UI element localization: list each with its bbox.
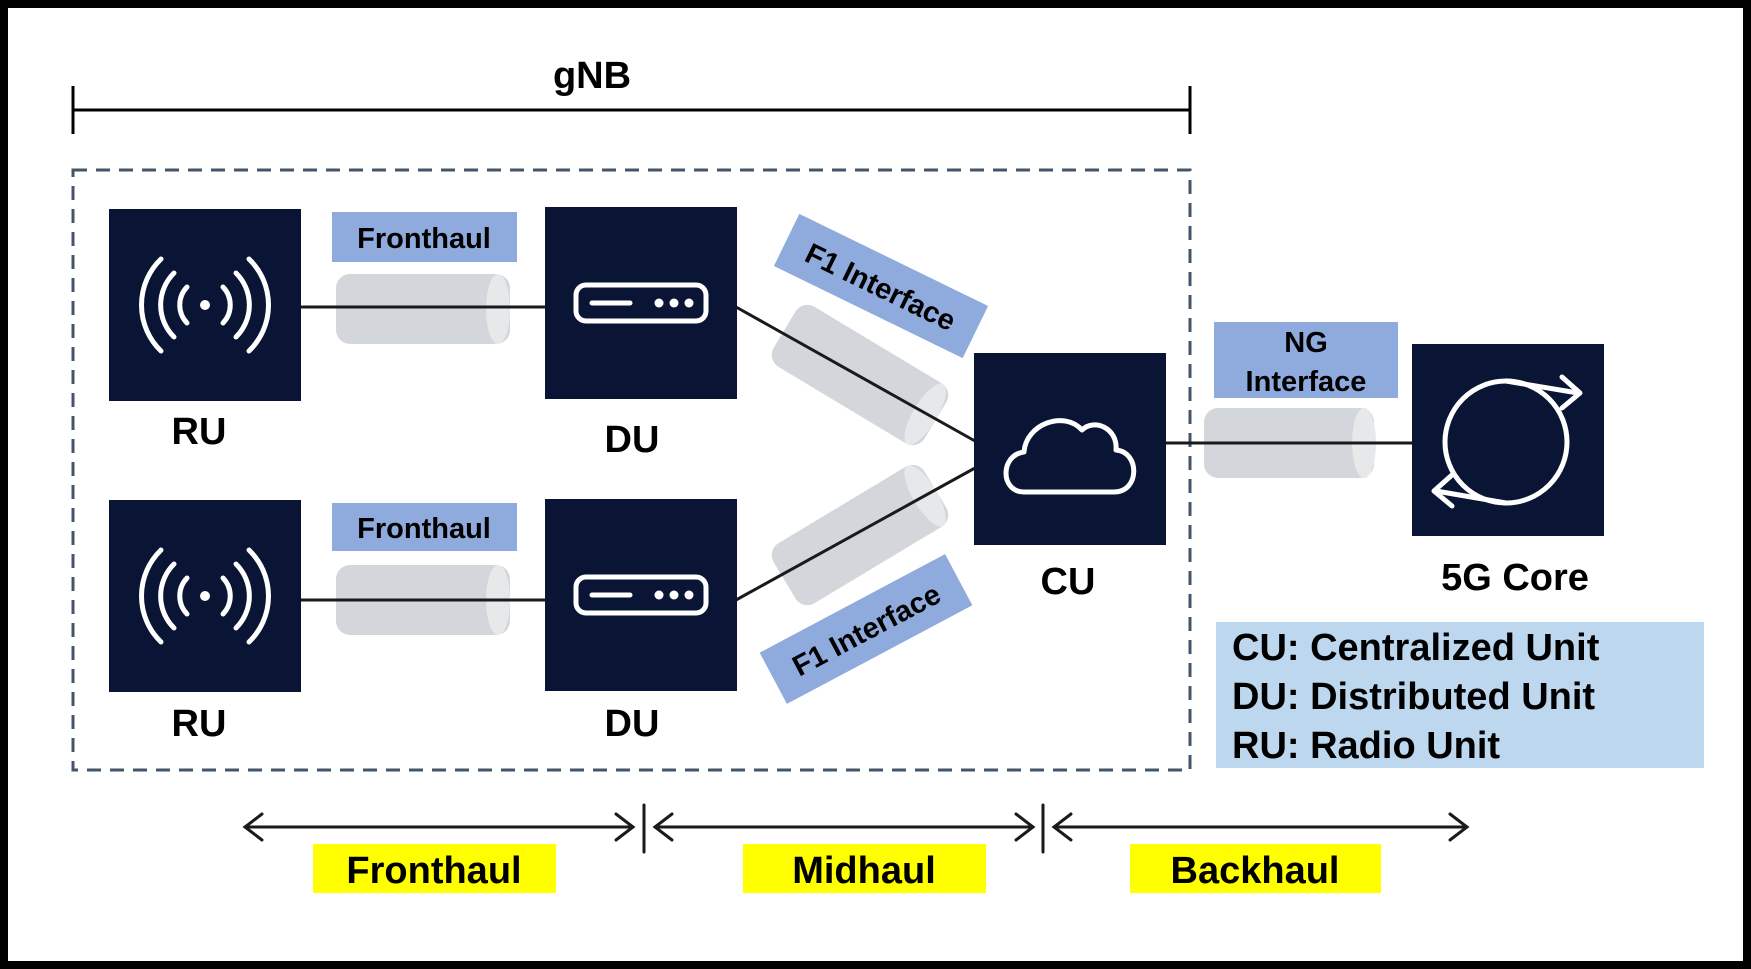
segment-fronthaul-label: Fronthaul bbox=[346, 850, 521, 892]
ng-interface-tag: NG Interface bbox=[1214, 322, 1398, 398]
server-icon bbox=[573, 574, 709, 616]
gnb-bracket bbox=[71, 86, 1192, 134]
segment-backhaul-label: Backhaul bbox=[1171, 850, 1340, 892]
ru-bottom-node bbox=[109, 500, 301, 692]
segment-fronthaul: Fronthaul bbox=[313, 844, 556, 893]
legend: CU: Centralized Unit DU: Distributed Uni… bbox=[1216, 622, 1704, 768]
du-top-label: DU bbox=[605, 419, 660, 461]
du-top-node bbox=[545, 207, 737, 399]
legend-item: CU: Centralized Unit bbox=[1232, 627, 1600, 669]
gnb-boundary bbox=[71, 168, 1192, 772]
legend-item: RU: Radio Unit bbox=[1232, 725, 1500, 767]
fronthaul-tag-top: Fronthaul bbox=[332, 212, 517, 262]
sync-icon bbox=[1431, 374, 1583, 509]
du-bottom-node bbox=[545, 499, 737, 691]
fronthaul-cable-top bbox=[336, 274, 510, 344]
gnb-title: gNB bbox=[553, 55, 631, 97]
segment-midhaul-label: Midhaul bbox=[792, 850, 936, 892]
segment-arrows bbox=[242, 803, 1470, 854]
cu-node bbox=[974, 353, 1166, 545]
ru-top-node bbox=[109, 209, 301, 401]
core-node bbox=[1412, 344, 1604, 536]
du-bottom-label: DU bbox=[605, 703, 660, 745]
antenna-icon bbox=[139, 547, 271, 645]
antenna-icon bbox=[139, 256, 271, 354]
core-label: 5G Core bbox=[1441, 557, 1589, 599]
ru-bottom-label: RU bbox=[172, 703, 227, 745]
segment-backhaul: Backhaul bbox=[1130, 844, 1381, 893]
ng-interface-tag-line1: NG bbox=[1284, 327, 1328, 359]
fronthaul-tag-top-label: Fronthaul bbox=[357, 223, 491, 255]
ru-top-label: RU bbox=[172, 411, 227, 453]
connection-lines bbox=[300, 305, 1413, 602]
ng-interface-tag-line2: Interface bbox=[1246, 366, 1367, 398]
cu-label: CU bbox=[1041, 561, 1096, 603]
segment-midhaul: Midhaul bbox=[743, 844, 986, 893]
cloud-icon bbox=[1003, 418, 1137, 495]
server-icon bbox=[573, 282, 709, 324]
fronthaul-tag-bottom-label: Fronthaul bbox=[357, 513, 491, 545]
fronthaul-tag-bottom: Fronthaul bbox=[332, 503, 517, 551]
legend-item: DU: Distributed Unit bbox=[1232, 676, 1595, 718]
